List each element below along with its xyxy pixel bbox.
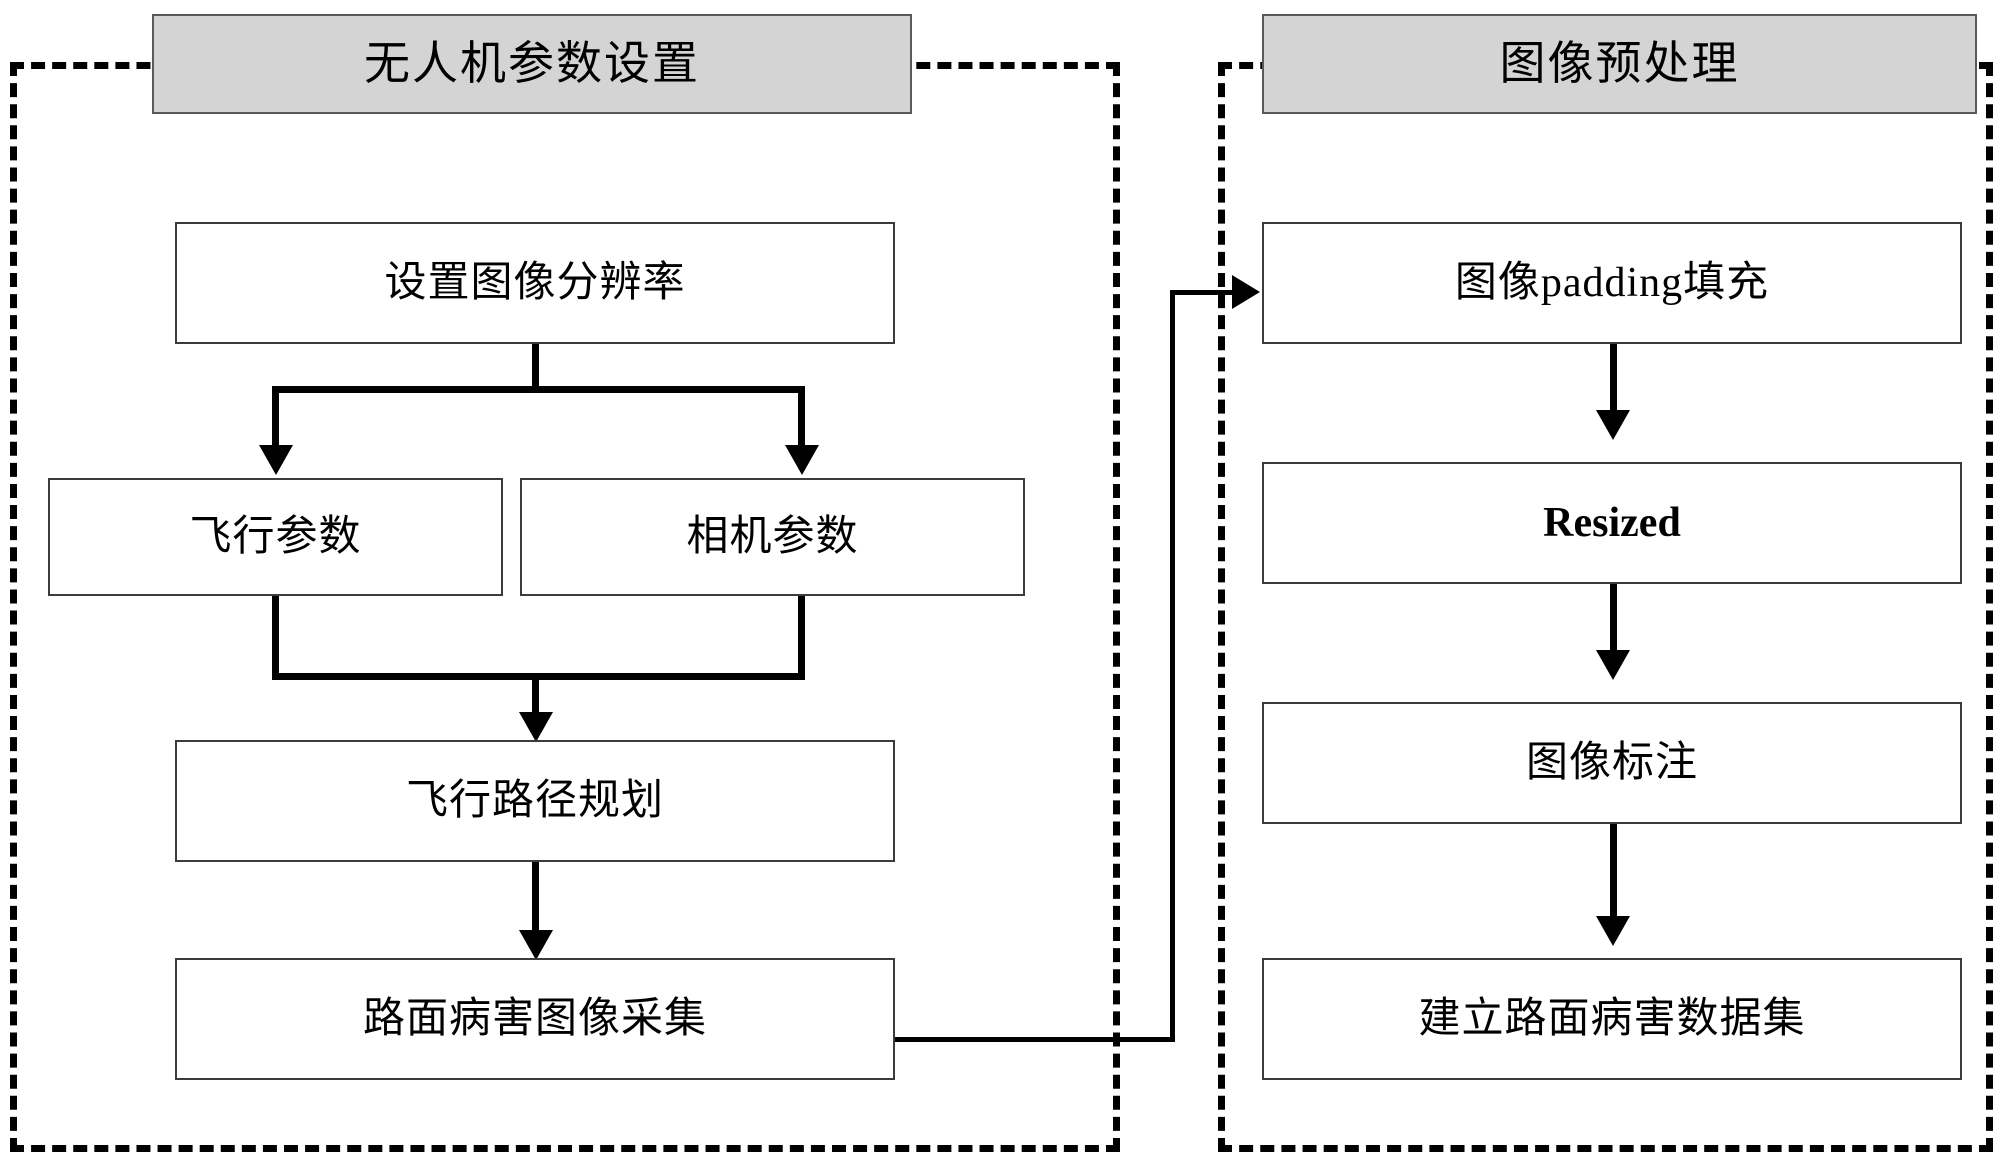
connector-resolution-to-camera-stem	[798, 386, 805, 468]
node-resized[interactable]: Resized	[1262, 462, 1962, 584]
connector-crossgroup-entry	[1170, 290, 1235, 295]
arrow-planning-to-collection	[519, 930, 553, 960]
group-header-image-preprocessing: 图像预处理	[1262, 14, 1977, 114]
arrow-crossgroup-to-image-padding	[1232, 275, 1260, 309]
connector-annotation-to-dataset	[1610, 824, 1617, 930]
group-header-uav-parameter-settings: 无人机参数设置	[152, 14, 912, 114]
arrow-annotation-to-dataset	[1596, 916, 1630, 946]
connector-resolution-stem	[532, 344, 539, 389]
node-set-image-resolution[interactable]: 设置图像分辨率	[175, 222, 895, 344]
arrow-resolution-to-camera-parameters	[785, 445, 819, 475]
connector-resolution-split-bar	[272, 386, 805, 393]
connector-crossgroup-vertical	[1170, 290, 1175, 1042]
node-image-annotation[interactable]: 图像标注	[1262, 702, 1962, 824]
connector-crossgroup-horizontal	[895, 1037, 1175, 1042]
node-flight-path-planning[interactable]: 飞行路径规划	[175, 740, 895, 862]
node-camera-parameters[interactable]: 相机参数	[520, 478, 1025, 596]
node-pavement-distress-image-collection[interactable]: 路面病害图像采集	[175, 958, 895, 1080]
node-build-pavement-distress-dataset[interactable]: 建立路面病害数据集	[1262, 958, 1962, 1080]
arrow-resolution-to-flight-parameters	[259, 445, 293, 475]
arrow-resized-to-annotation	[1596, 650, 1630, 680]
connector-resolution-to-flight-stem	[272, 386, 279, 468]
connector-padding-to-resized	[1610, 344, 1617, 424]
connector-merge-stem	[532, 673, 539, 725]
node-flight-parameters[interactable]: 飞行参数	[48, 478, 503, 596]
arrow-merge-to-flight-path-planning	[519, 712, 553, 742]
connector-resized-to-annotation	[1610, 584, 1617, 664]
connector-flight-params-down	[272, 596, 279, 680]
arrow-padding-to-resized	[1596, 410, 1630, 440]
connector-planning-to-collection	[532, 862, 539, 944]
node-image-padding[interactable]: 图像padding填充	[1262, 222, 1962, 344]
connector-camera-params-down	[798, 596, 805, 680]
